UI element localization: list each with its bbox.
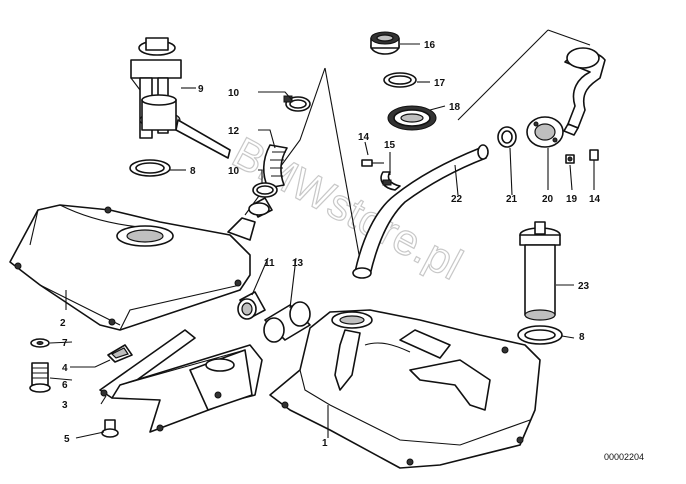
- right-fuel-tank: [269, 309, 541, 469]
- callout-12: 12: [228, 126, 240, 137]
- left-fuel-tank: [9, 204, 256, 331]
- sleeve-13: [263, 301, 311, 343]
- callout-8-right: 8: [579, 332, 585, 343]
- clip-4: [107, 344, 133, 363]
- rubber-mount-6: [29, 362, 51, 393]
- callout-11: 11: [264, 258, 275, 269]
- callout-8-left: 8: [190, 166, 196, 177]
- callout-23: 23: [578, 281, 590, 292]
- callout-2: 2: [60, 318, 66, 329]
- bolt-5: [101, 419, 119, 438]
- screw-19: [565, 154, 575, 164]
- callout-15: 15: [384, 140, 396, 151]
- fuel-pump-sender: [130, 37, 231, 159]
- pipe-stub: [248, 197, 273, 218]
- callout-1: 1: [322, 438, 328, 449]
- callout-14-right: 14: [589, 194, 601, 205]
- callout-19: 19: [566, 194, 578, 205]
- callout-9: 9: [198, 84, 204, 95]
- screw-14-left: [361, 159, 384, 167]
- callout-18: 18: [449, 102, 461, 113]
- washer-7: [30, 338, 50, 348]
- callout-5: 5: [64, 434, 70, 445]
- filler-flange-18: [387, 105, 437, 131]
- mounting-bracket: [99, 329, 263, 433]
- seal-ring-right: [517, 325, 563, 345]
- hose-12: [262, 144, 288, 189]
- bolt-14-right: [589, 149, 599, 170]
- flange-20: [526, 116, 564, 148]
- seal-ring-21: [497, 126, 517, 148]
- seal-ring-17: [383, 72, 417, 88]
- filler-cap-16: [370, 31, 400, 55]
- callout-22: 22: [451, 194, 463, 205]
- filler-pipe-22: [352, 144, 489, 279]
- level-sender-23: [519, 221, 561, 321]
- callout-21: 21: [506, 194, 518, 205]
- callout-10-lower: 10: [228, 166, 240, 177]
- hose-clamp-lower: [252, 182, 278, 198]
- callout-10-upper: 10: [228, 88, 240, 99]
- callout-13: 13: [292, 258, 304, 269]
- callout-6: 6: [62, 380, 68, 391]
- callout-16: 16: [424, 40, 436, 51]
- drawing-number: 00002204: [604, 452, 644, 462]
- seal-ring-left: [129, 159, 171, 177]
- callout-3: 3: [62, 400, 68, 411]
- callout-labels: 1 2 3 4 5 6 7 8 8 9 10 10 11 12 13 14 14…: [60, 40, 601, 449]
- callout-17: 17: [434, 78, 446, 89]
- clip-15: [380, 171, 401, 191]
- callout-20: 20: [542, 194, 554, 205]
- callout-4: 4: [62, 363, 68, 374]
- leader-lines: [49, 43, 595, 439]
- vent-hose: [563, 47, 606, 136]
- bushing-11: [237, 291, 266, 320]
- hose-clamp-upper: [283, 95, 311, 112]
- callout-7: 7: [62, 338, 68, 349]
- callout-14-left: 14: [358, 132, 370, 143]
